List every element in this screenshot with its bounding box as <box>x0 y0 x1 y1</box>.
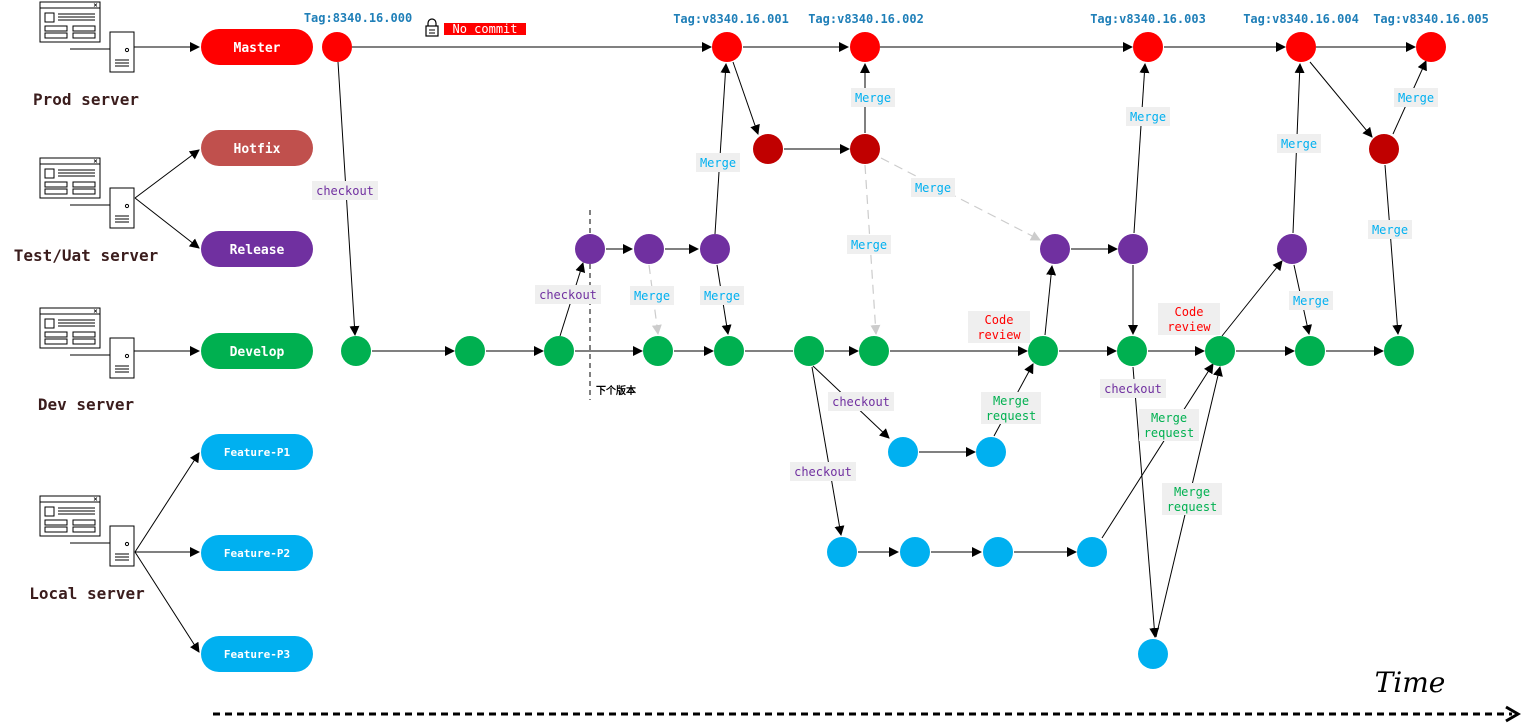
commit-node-develop <box>794 336 824 366</box>
edge-label-code-review: review <box>1167 320 1211 334</box>
edge-label-merge-request: Merge <box>1151 411 1187 425</box>
dev-server-label: Dev server <box>38 395 134 414</box>
prod-server-label: Prod server <box>33 90 139 109</box>
branch-pill-develop: Develop <box>201 333 313 369</box>
branch-label-hotfix: Hotfix <box>234 142 281 157</box>
commit-node-master <box>1416 32 1446 62</box>
edge-label-merge: Merge <box>634 289 670 303</box>
edge-label-merge: Merge <box>1372 223 1408 237</box>
commit-node-develop <box>643 336 673 366</box>
commit-node-master <box>1286 32 1316 62</box>
commit-node-develop <box>1028 336 1058 366</box>
edge-label-merge: Merge <box>1398 91 1434 105</box>
branch-label-feature-p3: Feature-P3 <box>224 648 290 661</box>
commit-nodes <box>322 32 1446 669</box>
commit-node-release <box>1118 234 1148 264</box>
branch-pill-feature-p3: Feature-P3 <box>201 636 313 672</box>
tag-label: Tag:v8340.16.005 <box>1373 12 1489 26</box>
edge-label-merge: Merge <box>855 91 891 105</box>
commit-node-hotfix <box>753 134 783 164</box>
prod-server-icon <box>39 1 135 73</box>
edge-label-checkout: checkout <box>794 465 852 479</box>
edge-label-merge: Merge <box>915 181 951 195</box>
edge-label-merge: Merge <box>1293 294 1329 308</box>
edge-label-code-review: Code <box>985 313 1014 327</box>
commit-node-release <box>700 234 730 264</box>
local-server-label: Local server <box>29 584 145 603</box>
commit-node-feature-p2 <box>983 537 1013 567</box>
edge-label-merge-request: Merge <box>993 394 1029 408</box>
edge-label-checkout: checkout <box>539 288 597 302</box>
commit-node-develop <box>714 336 744 366</box>
no-commit-badge <box>444 23 526 35</box>
tag-label: Tag:v8340.16.002 <box>808 12 924 26</box>
commit-node-develop <box>455 336 485 366</box>
tag-label: Tag:v8340.16.003 <box>1090 12 1206 26</box>
commit-node-release <box>634 234 664 264</box>
edge-label-code-review: Code <box>1175 305 1204 319</box>
commit-edges <box>337 42 1427 638</box>
next-version-label: 下个版本 <box>596 384 637 397</box>
edge-label-checkout: checkout <box>832 395 890 409</box>
commit-node-hotfix <box>1369 134 1399 164</box>
branch-pill-hotfix: Hotfix <box>201 130 313 166</box>
edge-label-merge-request: request <box>986 409 1037 423</box>
commit-node-develop <box>1117 336 1147 366</box>
edge-label-merge-request: Merge <box>1174 485 1210 499</box>
edge-label-merge-request: request <box>1144 426 1195 440</box>
edge-label-merge: Merge <box>700 156 736 170</box>
branch-pill-release: Release <box>201 231 313 267</box>
edge-labels: checkout checkout Merge Merge Merge Merg… <box>312 88 1438 515</box>
commit-node-feature-p2 <box>827 537 857 567</box>
tag-label: Tag:v8340.16.001 <box>673 12 789 26</box>
local-server-icon <box>39 495 135 567</box>
no-commit-label: No commit <box>452 22 517 36</box>
test-server-icon <box>39 157 135 229</box>
commit-node-feature-p2 <box>900 537 930 567</box>
commit-node-develop <box>859 336 889 366</box>
time-axis-arrow-icon <box>1505 705 1521 723</box>
commit-node-hotfix <box>850 134 880 164</box>
commit-node-master <box>850 32 880 62</box>
branch-pill-feature-p2: Feature-P2 <box>201 535 313 571</box>
edge-label-code-review: review <box>977 328 1021 342</box>
edge-label-merge: Merge <box>704 289 740 303</box>
edge-label-checkout: checkout <box>1104 382 1162 396</box>
tag-label: Tag:8340.16.000 <box>304 11 412 25</box>
commit-node-release <box>1277 234 1307 264</box>
branch-pill-feature-p1: Feature-P1 <box>201 434 313 470</box>
commit-node-master <box>712 32 742 62</box>
dev-server-icon <box>39 307 135 379</box>
commit-node-develop <box>341 336 371 366</box>
edge-label-merge: Merge <box>851 238 887 252</box>
branch-label-release: Release <box>230 243 285 258</box>
branch-label-develop: Develop <box>230 345 285 360</box>
time-label: Time <box>1375 666 1446 699</box>
commit-node-master <box>1133 32 1163 62</box>
edge-label-merge-request: request <box>1167 500 1218 514</box>
tag-label: Tag:v8340.16.004 <box>1243 12 1359 26</box>
commit-node-feature-p3 <box>1138 639 1168 669</box>
commit-node-feature-p2 <box>1077 537 1107 567</box>
branch-label-feature-p1: Feature-P1 <box>224 446 291 459</box>
branch-label-feature-p2: Feature-P2 <box>224 547 290 560</box>
branch-label-master: Master <box>234 41 281 56</box>
commit-node-develop <box>1384 336 1414 366</box>
commit-node-develop <box>544 336 574 366</box>
commit-node-feature-p1 <box>888 437 918 467</box>
commit-node-release <box>575 234 605 264</box>
commit-node-develop <box>1295 336 1325 366</box>
commit-node-release <box>1040 234 1070 264</box>
branch-pill-master: Master <box>201 29 313 65</box>
edge-label-checkout: checkout <box>316 184 374 198</box>
commit-node-feature-p1 <box>976 437 1006 467</box>
edge-label-merge: Merge <box>1130 110 1166 124</box>
commit-node-master <box>322 32 352 62</box>
commit-node-develop <box>1205 336 1235 366</box>
lock-icon <box>425 18 439 37</box>
test-server-label: Test/Uat server <box>14 246 159 265</box>
edge-label-merge: Merge <box>1281 137 1317 151</box>
